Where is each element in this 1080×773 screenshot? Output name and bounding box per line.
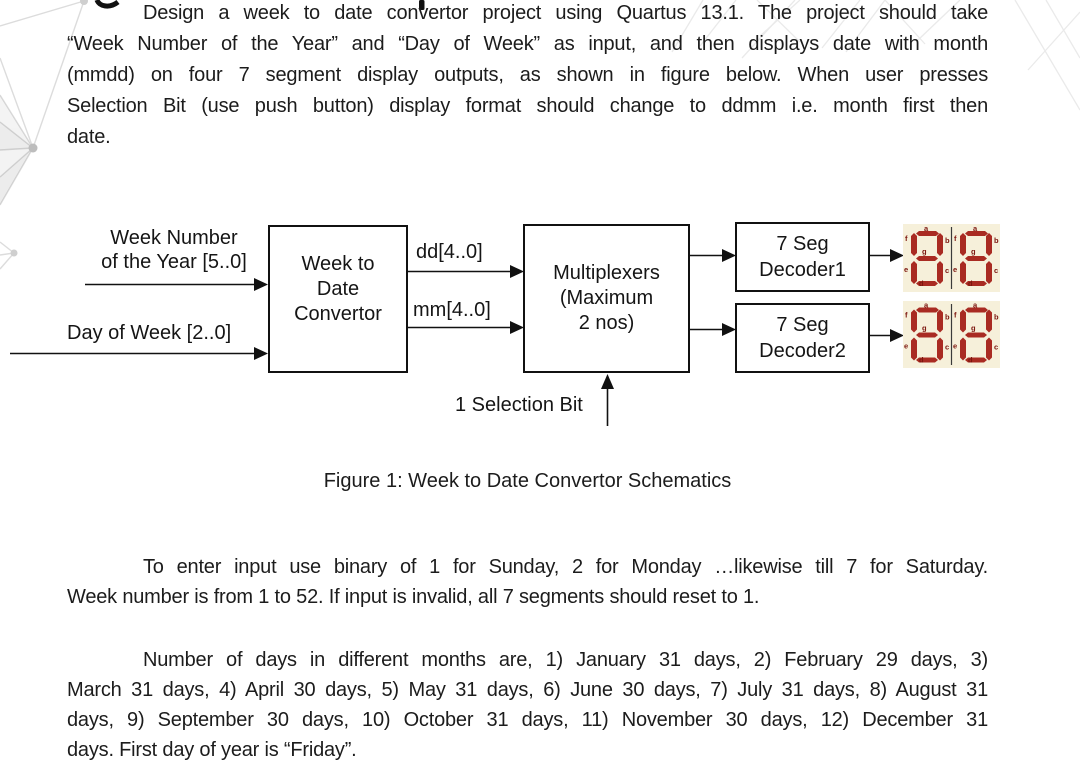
- label-mm-bus: mm[4..0]: [413, 299, 491, 321]
- label-day-of-week-input: Day of Week [2..0]: [67, 322, 232, 344]
- block-text-line: 2 nos): [578, 312, 635, 334]
- label-line: of the Year [5..0]: [101, 251, 247, 273]
- block-7seg-decoder2: 7 Seg Decoder2: [735, 303, 870, 373]
- network-node: [80, 0, 88, 5]
- paragraph-line: days, 9) September 30 days, 10) October …: [67, 709, 988, 731]
- paragraph-line: date.: [67, 126, 111, 148]
- block-text-line: Date: [316, 277, 360, 300]
- block-text-line: Week to: [301, 252, 375, 275]
- figure-caption: Figure 1: Week to Date Convertor Schemat…: [323, 470, 732, 492]
- cropped-heading-fragments: [94, 0, 425, 10]
- block-text-line: Convertor: [294, 302, 382, 325]
- block-text-line: 7 Seg: [776, 233, 829, 255]
- paragraph-intro: Design a week to date convertor project …: [67, 0, 988, 153]
- paragraph-line: Number of days in different months are, …: [143, 649, 988, 671]
- network-node: [10, 249, 18, 257]
- block-multiplexers: Multiplexers (Maximum 2 nos): [523, 224, 690, 373]
- paragraph-line: (mmdd) on four 7 segment display outputs…: [67, 64, 988, 86]
- paragraph-line: March 31 days, 4) April 30 days, 5) May …: [67, 679, 988, 701]
- block-text-line: 7 Seg: [776, 314, 829, 336]
- seven-segment-display-2: [903, 301, 1000, 368]
- block-text-line: (Maximum: [559, 287, 654, 309]
- label-week-number-input: Week Number of the Year [5..0]: [85, 226, 263, 274]
- paragraph-input-encoding: To enter input use binary of 1 for Sunda…: [67, 552, 988, 612]
- paragraph-line: Design a week to date convertor project …: [143, 2, 988, 24]
- label-line: Week Number: [110, 227, 238, 249]
- network-node: [28, 143, 38, 153]
- block-text-line: Decoder1: [759, 259, 846, 281]
- paragraph-line: To enter input use binary of 1 for Sunda…: [143, 556, 988, 578]
- block-week-to-date-convertor: Week to Date Convertor: [268, 225, 408, 373]
- label-selection-bit: 1 Selection Bit: [455, 394, 583, 416]
- paragraph-line: days. First day of year is “Friday”.: [67, 739, 357, 761]
- seven-segment-display-1: [903, 224, 1000, 292]
- paragraph-month-days: Number of days in different months are, …: [67, 645, 988, 765]
- paragraph-line: Selection Bit (use push button) display …: [67, 95, 988, 117]
- paragraph-line: Week number is from 1 to 52. If input is…: [67, 586, 760, 608]
- block-7seg-decoder1: 7 Seg Decoder1: [735, 222, 870, 292]
- label-dd-bus: dd[4..0]: [416, 241, 483, 263]
- paragraph-line: “Week Number of the Year” and “Day of We…: [67, 33, 988, 55]
- block-text-line: Multiplexers: [553, 262, 660, 284]
- block-text-line: Decoder2: [759, 340, 846, 362]
